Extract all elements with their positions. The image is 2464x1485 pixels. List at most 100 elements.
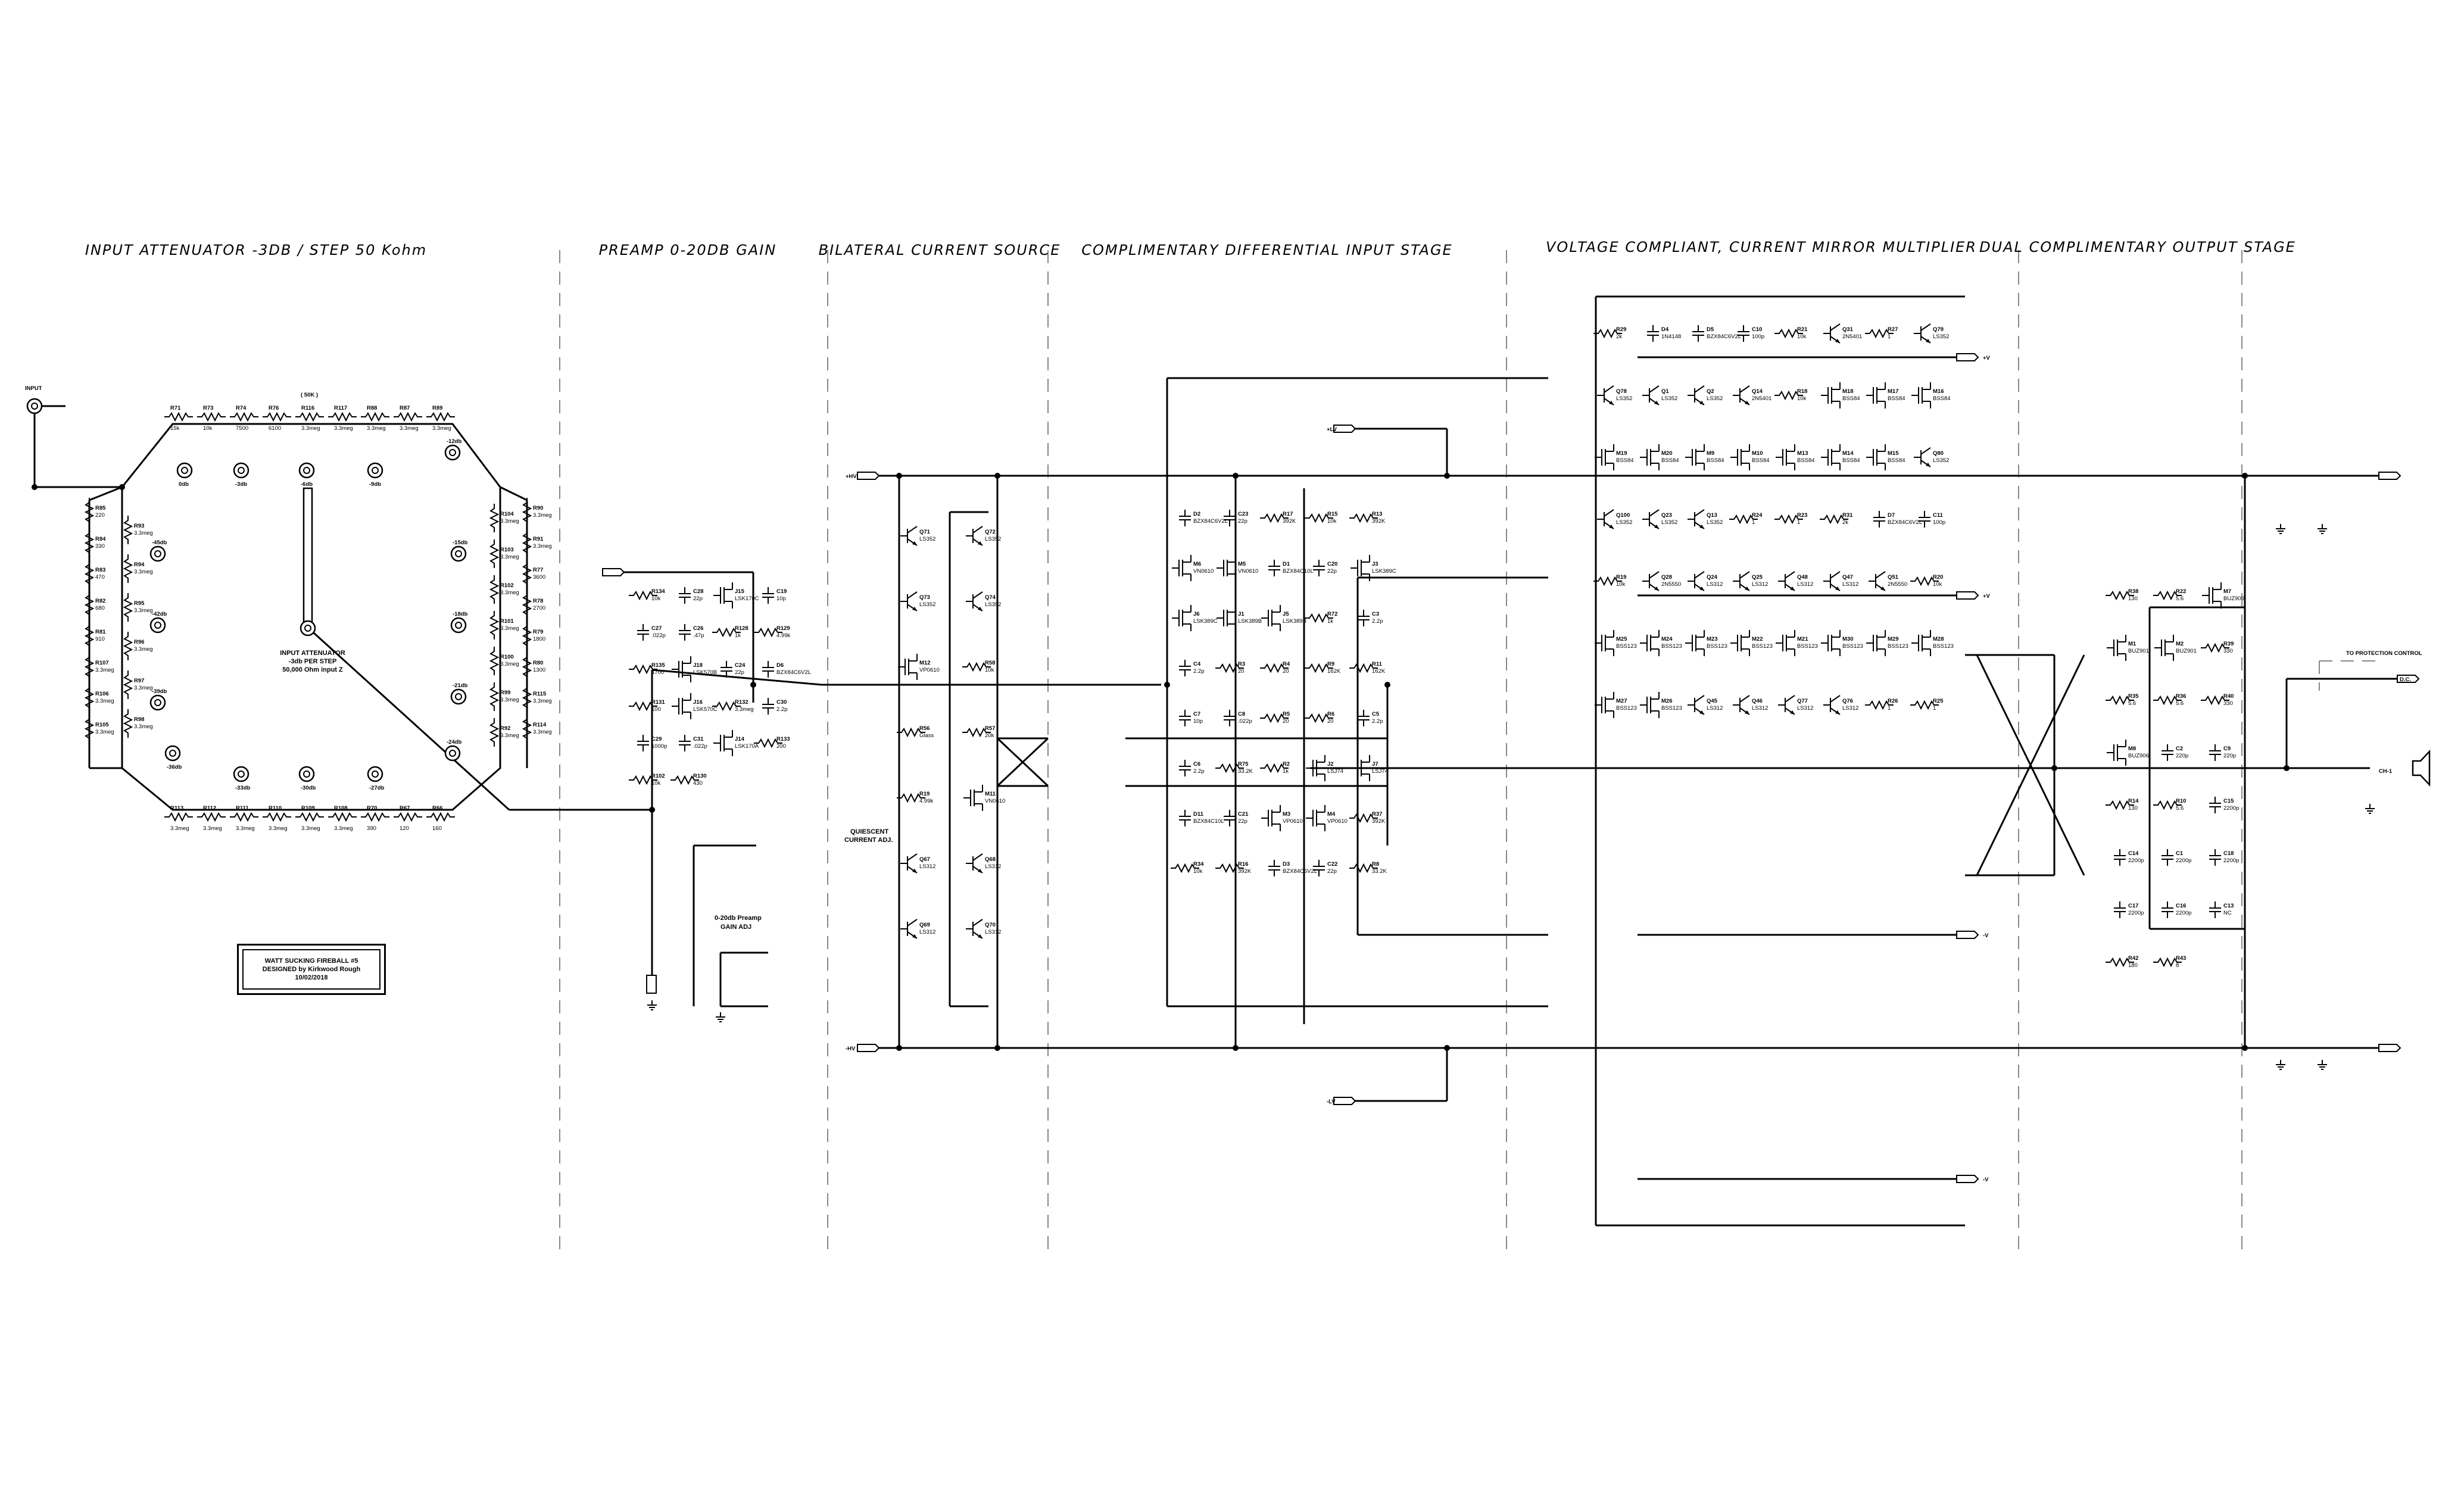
component-value: .022p: [651, 632, 666, 639]
fet-icon: [1639, 629, 1660, 657]
component-value: 10k: [1797, 395, 1807, 402]
component-ref: J1: [1238, 611, 1245, 617]
component-value: BSS123: [1661, 705, 1682, 712]
component-value: 392K: [1372, 818, 1386, 825]
component-value: BZX84C6V2L: [1193, 518, 1228, 525]
junction-dot: [2242, 473, 2248, 479]
component-value: 162K: [1372, 668, 1386, 675]
component-value: LS352: [919, 536, 935, 542]
db-step-label: -6db: [301, 481, 313, 488]
component-ref: C13: [2223, 903, 2234, 909]
db-step-jack-icon: [149, 545, 166, 562]
component-ref: D2: [1193, 511, 1200, 517]
component-ref: R90: [533, 505, 543, 511]
component-ref: R112: [203, 805, 216, 812]
fet-icon: [1171, 604, 1192, 632]
component-ref: C1: [2176, 850, 2184, 857]
component-value: BSS123: [1797, 643, 1818, 650]
input-attenuator: INPUT INPUT ATTENUATOR -3db PER STEP 50,…: [25, 385, 587, 811]
component-value: 33.2K: [1372, 868, 1387, 875]
component-value: 10k: [203, 425, 213, 432]
fet-icon: [1639, 444, 1660, 471]
component-ref: Q23: [1661, 512, 1672, 519]
power-rail-label: +HV: [846, 473, 857, 480]
component-value: 162K: [1327, 668, 1341, 675]
component-ref: R78: [533, 598, 543, 604]
input-label: INPUT: [25, 385, 42, 392]
ground-icon: [647, 1000, 657, 1010]
component-ref: D3: [1283, 861, 1290, 868]
component-value: BSS123: [1888, 643, 1908, 650]
component-value: 1k: [1283, 768, 1289, 775]
component-ref: R16: [1238, 861, 1248, 868]
component-ref: R97: [134, 678, 144, 684]
component-ref: R34: [1193, 861, 1204, 868]
component-value: Glass: [919, 732, 934, 739]
fet-icon: [1866, 629, 1886, 657]
component-ref: D6: [776, 662, 784, 669]
component-value: 160: [432, 825, 442, 832]
component-value: BSS84: [1842, 395, 1860, 402]
component-ref: R82: [95, 598, 105, 604]
component-ref: R2: [1283, 761, 1290, 768]
component-value: LS352: [1616, 519, 1632, 526]
capacitor-icon: [1357, 609, 1370, 627]
component-value: LSK389B: [1283, 618, 1306, 625]
component-ref: M29: [1888, 636, 1898, 642]
component-ref: R134: [651, 588, 665, 595]
component-value: BSS84: [1707, 457, 1724, 464]
ground-icon: [2275, 1059, 2286, 1070]
component-ref: D5: [1707, 326, 1714, 333]
component-value: 2.2p: [1193, 768, 1205, 775]
capacitor-icon: [2209, 848, 2222, 866]
component-value: LSK389C: [1193, 618, 1218, 625]
component-ref: M19: [1616, 450, 1627, 457]
component-ref: Q25: [1752, 574, 1763, 581]
capacitor-icon: [2113, 848, 2126, 866]
component-value: LSK170A: [735, 743, 759, 750]
db-step-label: -15db: [453, 539, 468, 546]
capacitor-icon: [1873, 510, 1886, 528]
component-ref: M30: [1842, 636, 1853, 642]
component-ref: C15: [2223, 798, 2234, 804]
component-ref: R74: [236, 405, 247, 411]
component-ref: R13: [1372, 511, 1382, 517]
ground-icon: [2275, 523, 2286, 534]
component-ref: Q28: [1661, 574, 1672, 581]
component-ref: R115: [533, 691, 547, 697]
component-ref: Q24: [1707, 574, 1718, 581]
component-ref: Q31: [1842, 326, 1854, 333]
component-value: 22p: [1238, 818, 1247, 825]
component-value: 10k: [651, 780, 661, 787]
component-value: 33.2K: [1238, 768, 1253, 775]
component-ref: M3: [1283, 811, 1290, 818]
capacitor-icon: [1312, 559, 1325, 577]
quiescent-note-2: CURRENT ADJ.: [844, 837, 893, 844]
component-ref: R99: [500, 690, 510, 696]
component-ref: R109: [301, 805, 315, 812]
component-value: 392K: [1238, 868, 1252, 875]
capacitor-icon: [637, 734, 650, 752]
capacitor-icon: [637, 623, 650, 641]
fet-icon: [1216, 554, 1236, 582]
component-value: BSS84: [1933, 395, 1951, 402]
component-ref: R3: [1238, 661, 1245, 667]
component-ref: R5: [1283, 711, 1290, 717]
resistor-icon: [229, 813, 259, 821]
component-ref: R132: [735, 699, 748, 706]
component-value: 1300: [533, 667, 545, 673]
component-ref: R91: [533, 536, 544, 542]
component-value: LS352: [1616, 395, 1632, 402]
component-value: 3.3meg: [134, 607, 153, 614]
component-ref: C4: [1193, 661, 1201, 667]
component-ref: R35: [2128, 693, 2139, 700]
capacitor-icon: [1357, 709, 1370, 727]
capacitor-icon: [1178, 509, 1192, 527]
section-title-output-stage: DUAL COMPLIMENTARY OUTPUT STAGE: [1979, 239, 2296, 255]
component-ref: M10: [1752, 450, 1763, 457]
component-value: VP0610: [1327, 818, 1348, 825]
component-value: 3.3meg: [95, 729, 114, 735]
component-ref: R83: [95, 567, 105, 573]
capacitor-icon: [1178, 659, 1192, 677]
transistor-icon: [965, 591, 983, 612]
